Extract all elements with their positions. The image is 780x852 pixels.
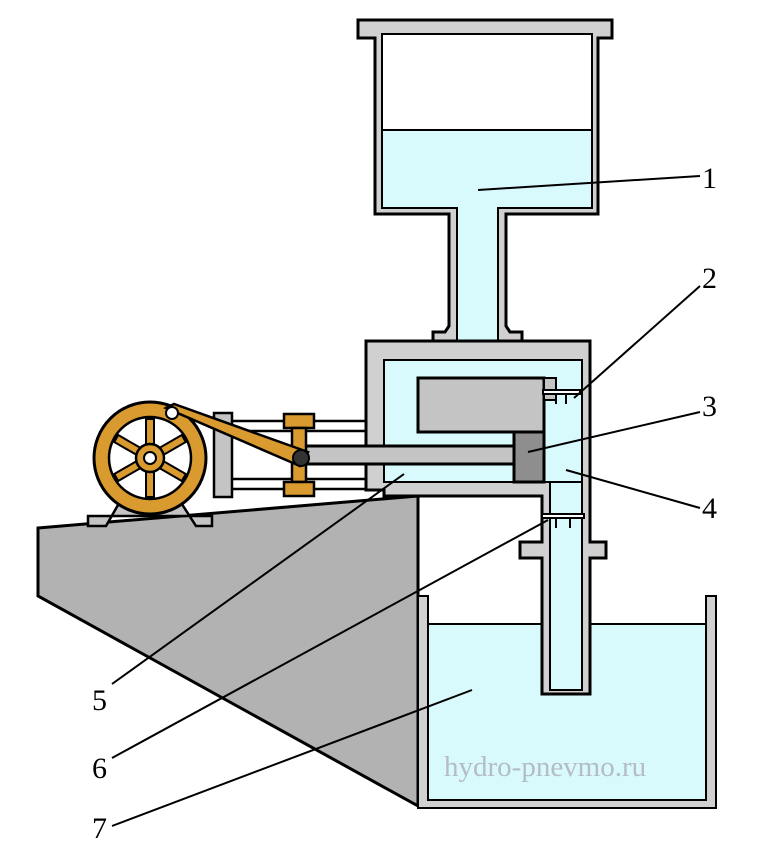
label-1: 1 [702,162,717,195]
label-6: 6 [92,752,107,785]
tank-liquid [427,623,707,801]
lower-tank [417,595,717,809]
piston [512,430,546,484]
connecting-rod [163,402,310,468]
drive-mechanism [86,400,366,528]
reservoir-liquid [381,129,593,353]
part-labels: 1 2 3 4 5 6 7 [92,162,717,845]
leader-lines [111,175,701,827]
watermark: hydro-pnevmo.ru [444,751,646,783]
piston-rod [298,444,520,466]
label-2: 2 [702,262,717,295]
suction-valve [541,513,585,528]
upper-block [416,376,557,434]
label-7: 7 [92,812,107,845]
label-5: 5 [92,684,107,717]
label-3: 3 [702,390,717,423]
label-4: 4 [702,492,717,525]
upper-reservoir [356,18,614,354]
